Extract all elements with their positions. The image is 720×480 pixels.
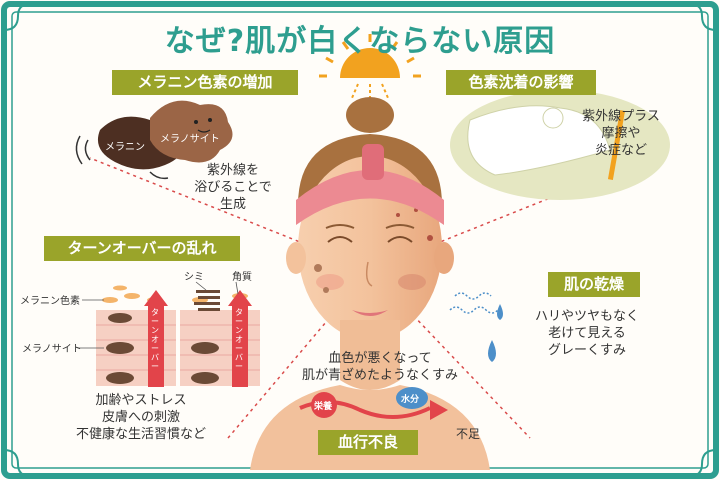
- page-title: なぜ?肌が白くならない原因: [164, 24, 556, 59]
- heading-pigmentation: 色素沈着の影響: [446, 70, 596, 95]
- circulation-arrow: [299, 387, 448, 420]
- label-melanin: メラニン: [105, 142, 145, 153]
- headband: [296, 144, 444, 225]
- melanin-blob-illustration: [75, 100, 233, 180]
- label-water: 水分: [401, 395, 420, 405]
- heading-circulation: 血行不良: [318, 430, 418, 455]
- desc-dryness: ハリやツヤもなく 老けて見える グレーくすみ: [534, 309, 639, 358]
- heading-dryness: 肌の乾燥: [548, 272, 640, 297]
- skin-layer-illustration: [78, 281, 260, 387]
- water-drops: [449, 292, 503, 362]
- sun-icon: [319, 34, 421, 78]
- heading-turnover: ターンオーバーの乱れ: [44, 236, 240, 261]
- label-melanocyte-turnover: メラノサイト: [22, 344, 82, 355]
- cotton-pad-illustration: [450, 90, 670, 200]
- frame-corner-ornaments: [3, 3, 717, 477]
- label-horny-layer: 角質: [232, 272, 252, 283]
- desc-pigmentation: 紫外線プラス 摩擦や 炎症など: [582, 109, 660, 158]
- label-nutrition: 栄養: [314, 402, 333, 412]
- desc-melanin-increase: 紫外線を 浴びることで 生成: [194, 163, 272, 212]
- label-spot: シミ: [184, 272, 204, 283]
- desc-circulation: 血色が悪くなって 肌が青ざめたようなくすみ: [301, 351, 458, 383]
- arrow-label-turnover-1: ターンオーバー: [151, 308, 159, 371]
- heading-melanin-increase: メラニン色素の増加: [112, 70, 298, 95]
- label-shortage: 不足: [456, 427, 481, 441]
- desc-turnover: 加齢やストレス 皮膚への刺激 不健康な生活習慣など: [75, 393, 206, 442]
- arrow-label-turnover-2: ターンオーバー: [235, 308, 243, 371]
- label-melanocyte: メラノサイト: [160, 134, 220, 145]
- label-melanin-pigment: メラニン色素: [20, 296, 80, 307]
